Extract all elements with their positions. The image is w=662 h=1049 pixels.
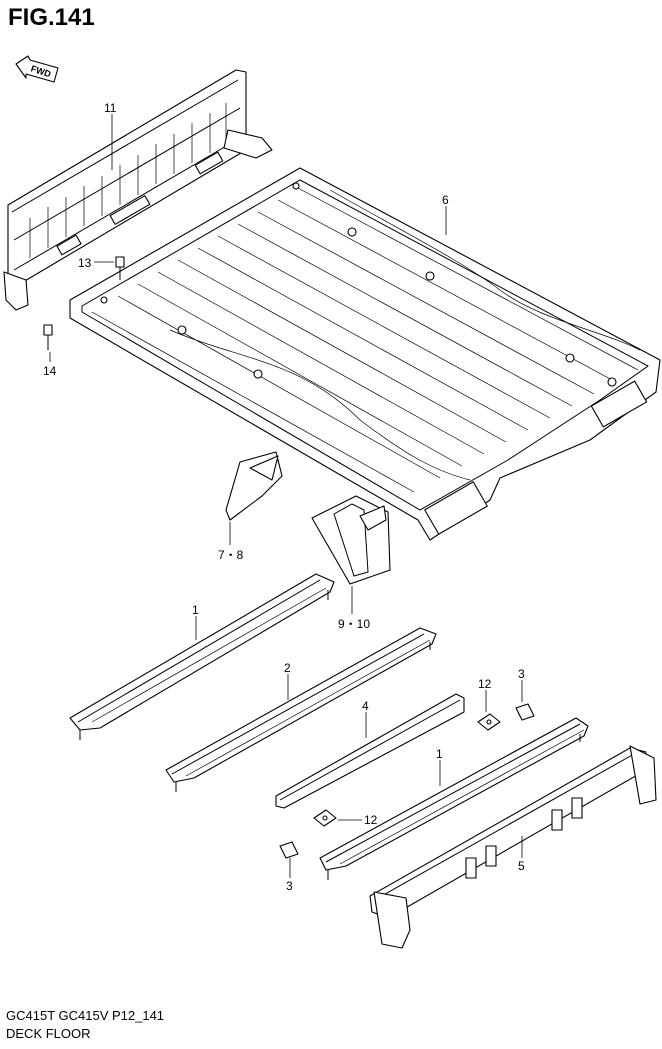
fwd-arrow-icon: FWD (15, 55, 59, 83)
callout-5: 5 (518, 859, 525, 873)
callout-2: 2 (284, 661, 291, 675)
figure-title: FIG.141 (8, 4, 95, 31)
callout-4: 4 (362, 699, 369, 713)
callout-13: 13 (78, 256, 92, 270)
callout-6: 6 (442, 193, 449, 207)
callout-3-lower: 3 (286, 879, 293, 893)
part-5-rear-sill[interactable] (369, 745, 657, 949)
leader-lines (49, 114, 523, 878)
callout-11: 11 (104, 101, 117, 115)
part-1-upper-sill[interactable] (69, 573, 335, 740)
callout-3-upper: 3 (518, 667, 525, 681)
part-7-8-bracket[interactable] (225, 451, 283, 521)
part-3-lower-plate[interactable] (279, 841, 299, 859)
part-4-channel[interactable] (275, 693, 465, 809)
part-1-lower-sill[interactable] (319, 717, 589, 880)
callout-12-upper: 12 (478, 677, 492, 691)
part-3-upper-plate[interactable] (515, 703, 535, 721)
section-name: DECK FLOOR (6, 1026, 91, 1041)
part-12-upper-pad[interactable] (477, 713, 501, 731)
part-6-deck-floor[interactable] (69, 167, 661, 541)
callout-1-upper: 1 (192, 603, 199, 617)
callout-9-10: 9・10 (338, 617, 370, 631)
callout-1-lower: 1 (436, 747, 443, 761)
part-14-bolt-icon[interactable] (43, 324, 53, 350)
part-9-10-bracket[interactable] (311, 495, 391, 585)
callout-12-lower: 12 (364, 813, 378, 827)
callout-14: 14 (43, 364, 57, 378)
callouts: 11 6 13 14 7・8 9・10 1 2 12 3 4 1 12 3 5 (43, 101, 525, 893)
part-13-bolt-icon[interactable] (115, 256, 125, 280)
part-2-long-sill[interactable] (165, 627, 437, 792)
part-11-front-gate[interactable] (3, 69, 273, 311)
model-code: GC415T GC415V P12_141 (6, 1008, 165, 1023)
callout-7-8: 7・8 (218, 548, 244, 562)
part-12-lower-pad[interactable] (313, 809, 337, 827)
